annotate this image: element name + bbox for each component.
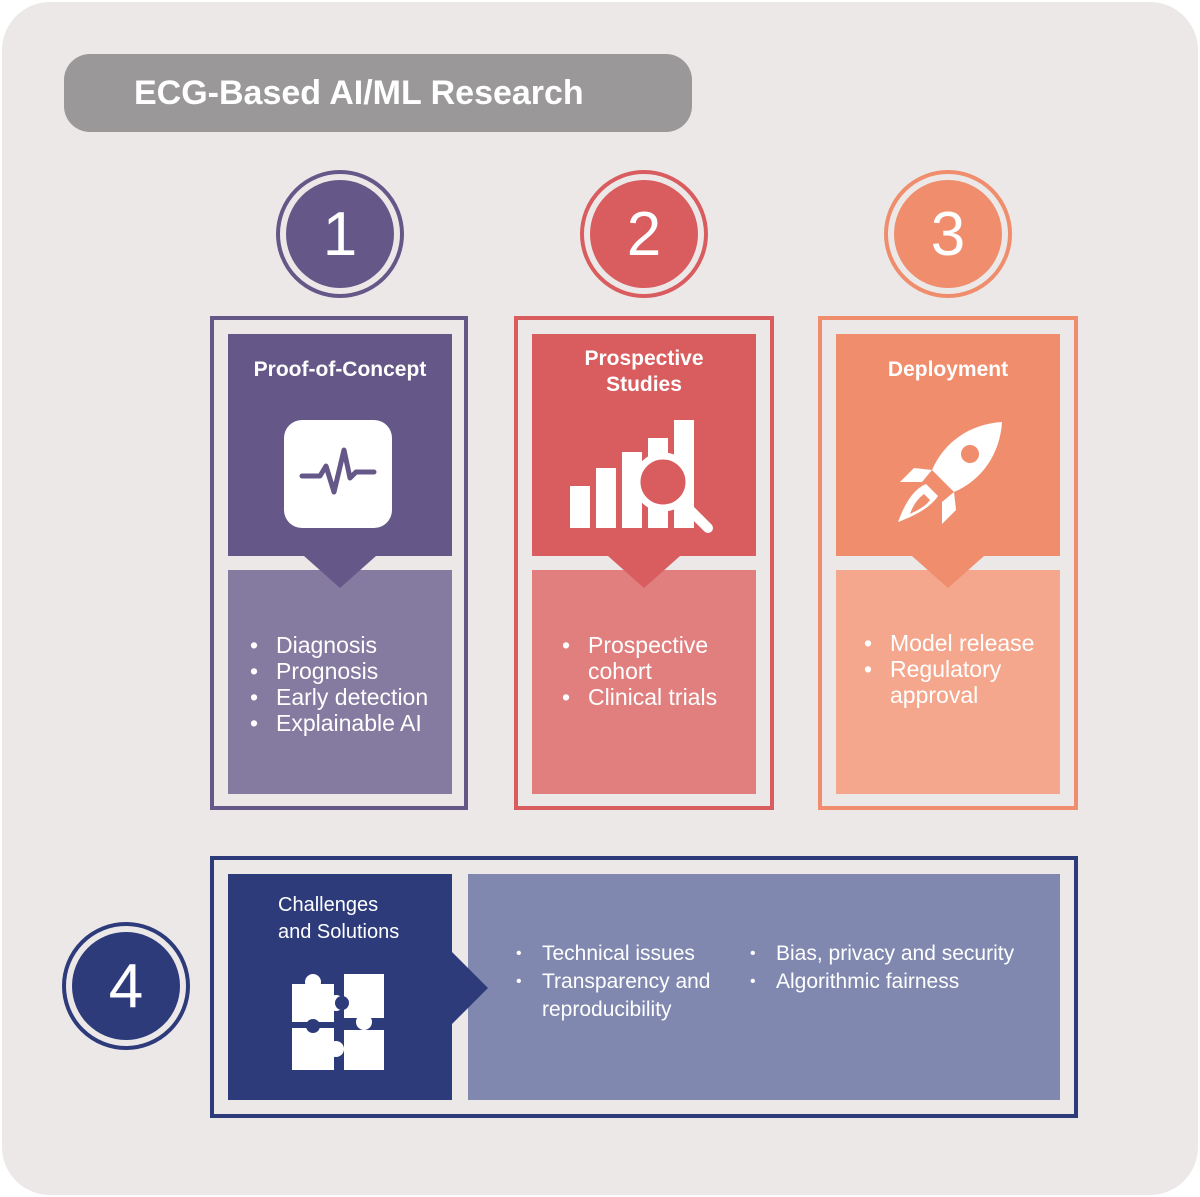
step-4-number: 4: [72, 932, 180, 1040]
list-item: Bias, privacy and security: [748, 940, 1048, 968]
stage-3-title: Deployment: [887, 358, 1009, 381]
list-item: Model release: [862, 630, 1060, 656]
stage-2-frame: [514, 316, 774, 810]
stage-1-body: Diagnosis Prognosis Early detection Expl…: [228, 556, 452, 794]
stage-4-pointer: [452, 952, 488, 1024]
stage-4-title: Challenges and Solutions: [278, 894, 400, 943]
step-4-badge: 4: [62, 922, 190, 1050]
stage-4-header: Challenges and Solutions: [228, 874, 452, 1100]
step-1-badge: 1: [276, 170, 404, 298]
stage-4-body: Technical issues Transparency andreprodu…: [452, 874, 1060, 1100]
stage-1-frame: [210, 316, 468, 810]
step-3-badge: 3: [884, 170, 1012, 298]
rocket-icon: [898, 422, 1002, 524]
stage-1-header: Proof-of-Concept: [228, 334, 452, 556]
stage-2-pointer: [608, 556, 680, 588]
stage-4-list-right: Bias, privacy and security Algorithmic f…: [748, 940, 1048, 996]
stage-2-title: Prospective Studies: [584, 347, 704, 396]
stage-4-list-left: Technical issues Transparency andreprodu…: [514, 940, 744, 1024]
step-3-number: 3: [894, 180, 1002, 288]
puzzle-icon: [292, 974, 384, 1070]
stage-2-header: Prospective Studies: [532, 334, 756, 556]
stage-4-frame: [210, 856, 1078, 1118]
page-title: ECG-Based AI/ML Research: [134, 73, 584, 112]
step-1-number: 1: [286, 180, 394, 288]
list-item: Explainable AI: [248, 710, 448, 736]
step-2-number: 2: [590, 180, 698, 288]
ecg-waveform-icon: [284, 420, 392, 528]
list-item: Algorithmic fairness: [748, 968, 1048, 996]
list-item: Technical issues: [514, 940, 744, 968]
stage-3-header: Deployment: [836, 334, 1060, 556]
step-2-badge: 2: [580, 170, 708, 298]
title-banner: ECG-Based AI/ML Research: [64, 54, 692, 132]
bar-chart-magnifier-icon: [570, 420, 713, 533]
list-item: Early detection: [248, 684, 448, 710]
list-item: Clinical trials: [560, 684, 756, 710]
list-item: Diagnosis: [248, 632, 448, 658]
stage-3-pointer: [912, 556, 984, 588]
list-item: Prognosis: [248, 658, 448, 684]
stage-1-list: Diagnosis Prognosis Early detection Expl…: [248, 632, 448, 736]
stage-3-frame: [818, 316, 1078, 810]
stage-1-title: Proof-of-Concept: [253, 358, 427, 381]
stage-1-pointer: [304, 556, 376, 588]
